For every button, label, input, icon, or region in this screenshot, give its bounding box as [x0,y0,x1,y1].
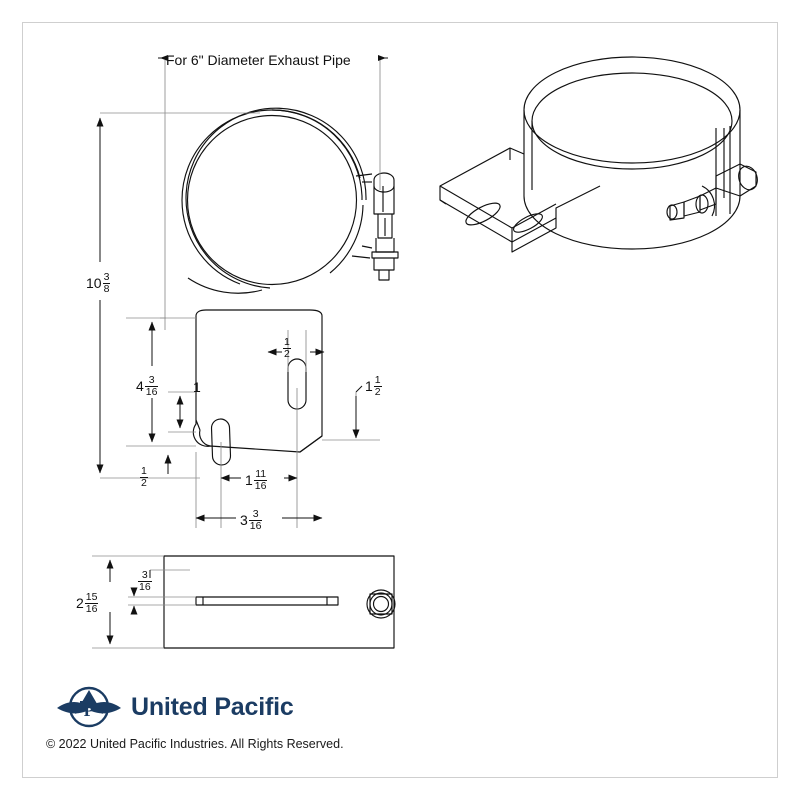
sheet-border [22,22,778,778]
brand-logo: P United Pacific [56,684,294,730]
slot-upper [287,358,307,410]
clamp-band-ring [181,107,373,294]
bolt-assembly-front [371,172,399,281]
slot-inner [513,213,543,233]
extension-lines [92,60,381,649]
dim-slot-center-height: 1 [193,379,201,395]
brand-name: United Pacific [131,692,294,721]
svg-text:P: P [84,701,94,720]
bottom-view-band-section [163,555,396,649]
copyright-text: © 2022 United Pacific Industries. All Ri… [46,737,344,751]
dimension-lines [96,55,388,645]
isometric-clamp-assembly [439,56,758,253]
mounting-bracket-plate-front [192,309,323,453]
slot-outer [465,202,501,226]
united-pacific-wing-emblem-icon: P [57,686,121,728]
slot-lower [210,418,232,466]
bracket-slots-front [210,358,307,466]
header-note: For 6" Diameter Exhaust Pipe [166,52,351,68]
